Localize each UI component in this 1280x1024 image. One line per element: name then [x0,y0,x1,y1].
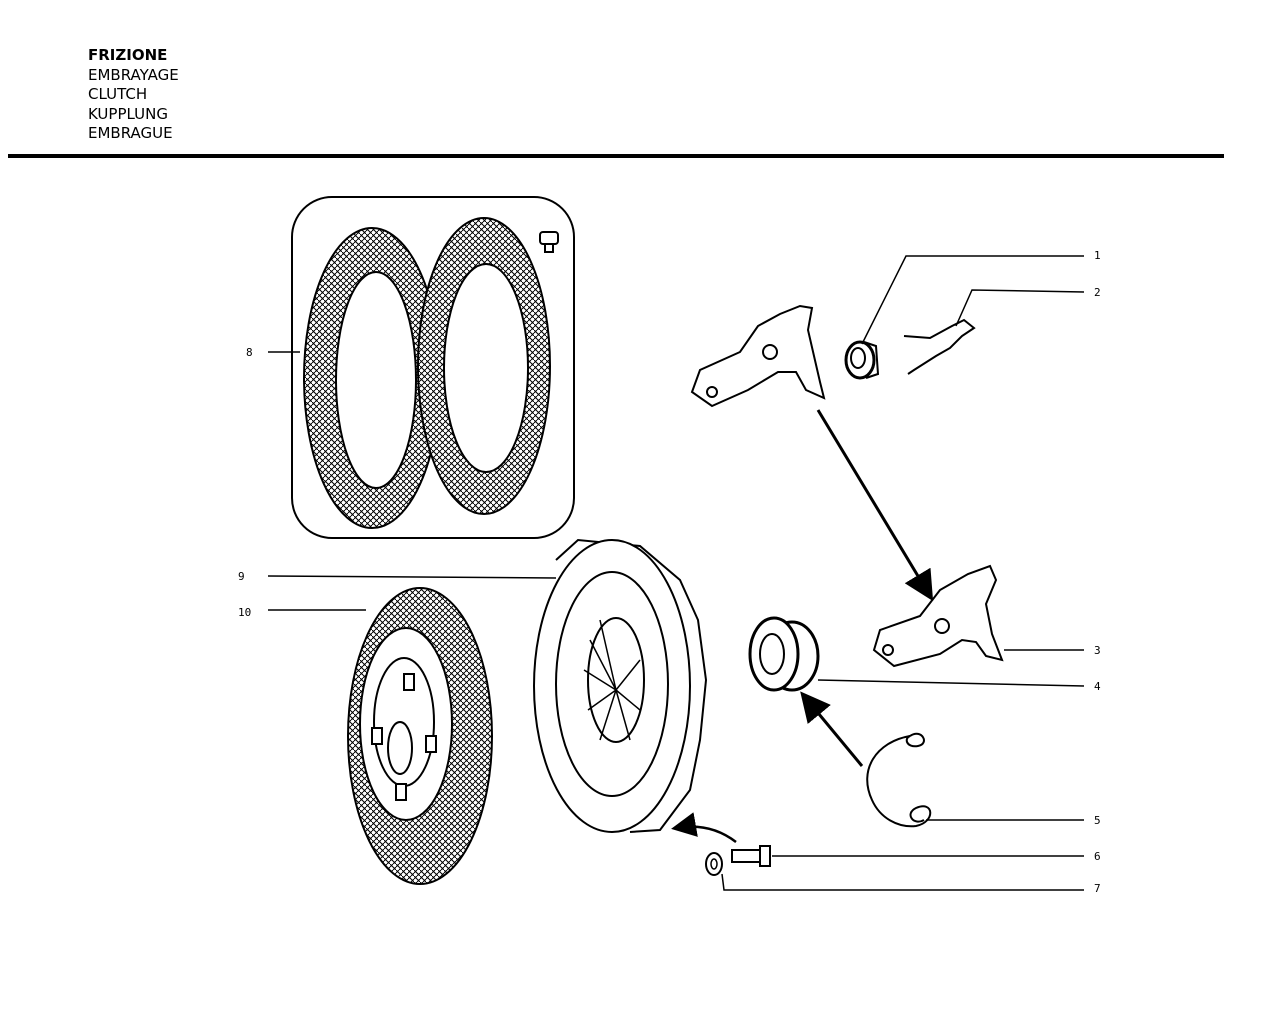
callout-8: 8 [246,346,253,359]
title-english: CLUTCH [88,85,148,103]
clutch-facings-icon [291,196,575,539]
bolt-icon [731,845,771,867]
callout-1: 1 [1094,249,1101,262]
callout-4: 4 [1094,680,1101,693]
assembly-arrow [671,812,737,843]
release-fork-icon [690,304,826,408]
rivet-icon [539,231,559,253]
leader-line-1 [861,255,1084,345]
title-french: EMBRAYAGE [88,65,179,84]
callout-6: 6 [1094,850,1101,863]
spring-clip-icon [866,732,932,828]
release-fork-icon [872,564,1004,668]
leader-line-7 [721,873,1084,891]
leader-line-4 [817,679,1085,687]
callout-5: 5 [1094,814,1101,827]
assembly-arrow [816,409,934,602]
spring-clip-icon [903,318,976,375]
title-italian: FRIZIONE [88,46,168,64]
leader-lines [267,255,1085,891]
callout-10: 10 [238,606,251,619]
pressure-plate-icon [533,538,708,833]
leader-line-9 [267,575,557,579]
header-rule [8,154,1224,158]
title-block: FRIZIONE EMBRAYAGE CLUTCH KUPPLUNG EMBRA… [88,46,179,144]
washer-icon [705,852,723,876]
title-german: KUPPLUNG [88,104,168,123]
callout-3: 3 [1094,644,1101,657]
title-spanish: EMBRAGUE [88,124,173,142]
callout-7: 7 [1094,882,1101,895]
callout-9: 9 [238,570,245,583]
bearing-icon [844,340,880,380]
clutch-disc-icon [347,587,493,885]
callout-2: 2 [1094,286,1101,299]
leader-line-2 [955,289,1085,327]
bearing-icon [748,616,820,692]
assembly-arrow [800,691,864,767]
